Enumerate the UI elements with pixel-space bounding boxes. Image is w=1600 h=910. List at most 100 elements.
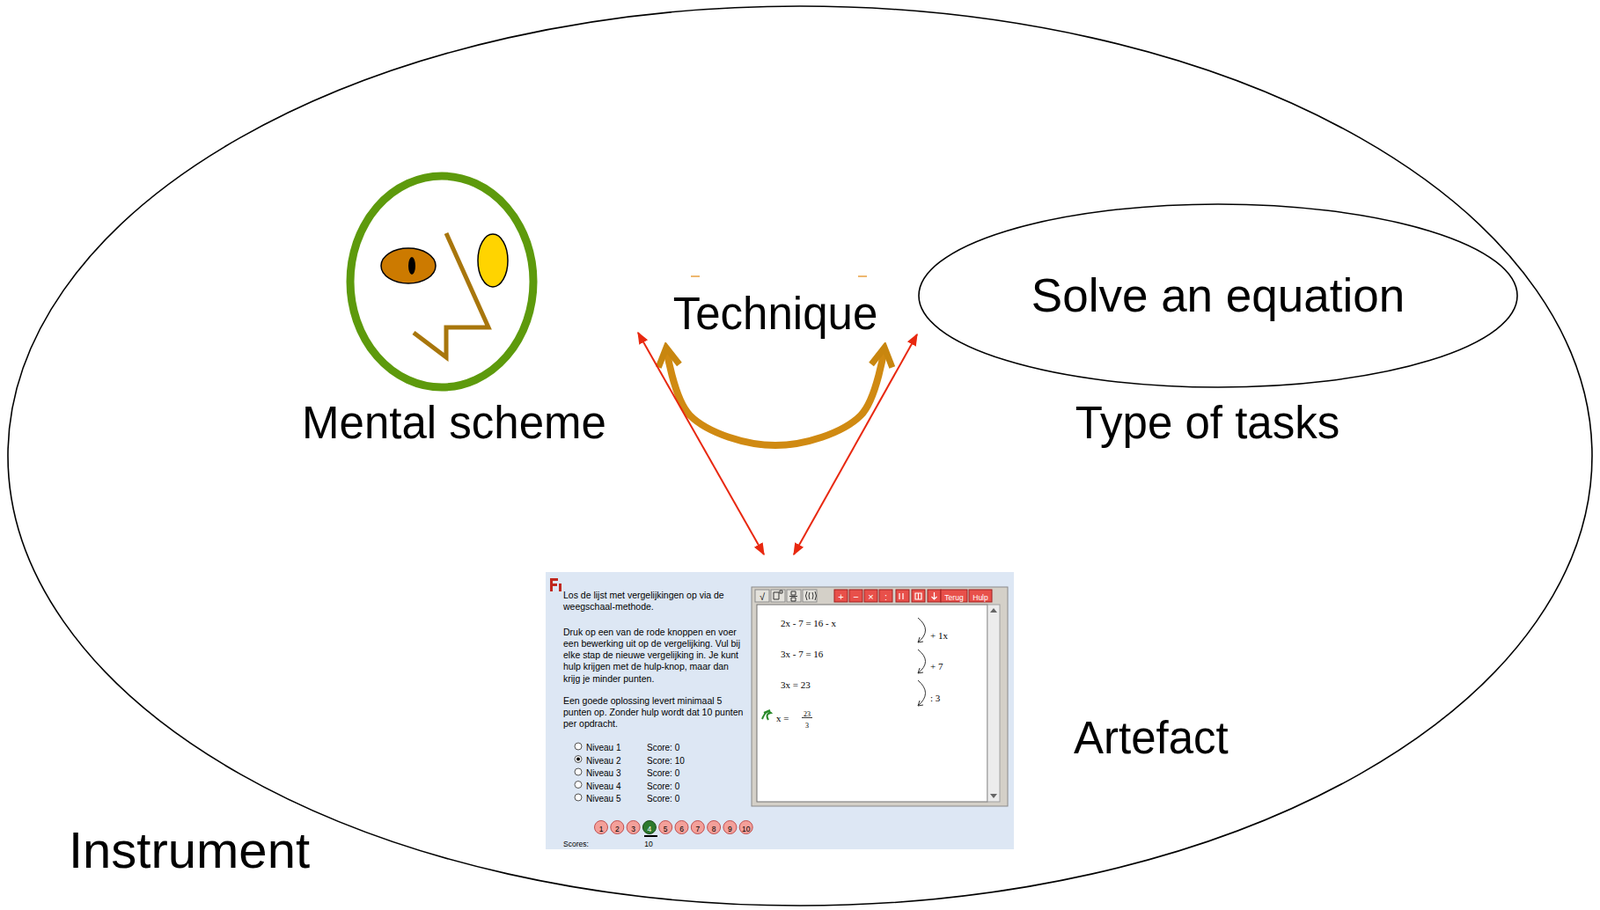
text-slot: 3 — [805, 715, 809, 732]
text-slot: − — [852, 587, 859, 604]
radio-button — [574, 793, 582, 801]
radio-button — [574, 768, 582, 776]
tool-button — [755, 589, 770, 602]
text-slot: √ — [759, 587, 765, 604]
operation-button — [864, 589, 878, 602]
text-slot: × — [867, 587, 874, 604]
level-option: Niveau 4 — [586, 781, 621, 793]
page-dot — [594, 821, 609, 835]
mediation-arrow — [793, 334, 918, 555]
text-slot: Terug — [944, 587, 963, 604]
page-number: 9 — [727, 825, 733, 835]
equation-text: 3 — [805, 721, 809, 730]
tool-icon — [899, 592, 938, 600]
equation-text: + 7 — [930, 660, 943, 673]
text-slot: Artefact — [1073, 712, 1229, 765]
text-slot: 3 — [631, 819, 636, 836]
text-slot: Type of tasks — [1075, 397, 1340, 450]
text-slot: Niveau 4 — [586, 777, 621, 793]
equation-text: + 1x — [930, 630, 948, 642]
operation-button — [879, 589, 893, 602]
text-slot: 10 — [741, 819, 750, 836]
score-total: Scores: — [563, 840, 589, 850]
page-dot — [707, 821, 721, 835]
text-slot: Mental scheme — [301, 397, 607, 450]
check-icon — [762, 710, 771, 720]
app-logo — [550, 578, 562, 592]
task-type: Solve an equationType of tasks — [915, 200, 1523, 465]
text-slot: 1 — [599, 819, 604, 836]
text-slot: Een goede oplossing levert minimaal 5 pu… — [563, 695, 749, 730]
score-total: 10 — [644, 840, 653, 850]
page-dot — [626, 821, 640, 835]
page-number: 7 — [695, 825, 700, 835]
level-score: Score: 0 — [646, 768, 680, 779]
level-option: Niveau 2 — [586, 755, 621, 767]
page-number: 2 — [615, 825, 620, 835]
radio-dot — [576, 757, 580, 762]
text-slot: Scores: — [563, 834, 589, 851]
tool-button — [770, 589, 786, 602]
instruction-text: Los de lijst met vergelijkingen op via d… — [563, 589, 749, 613]
level-score: Score: 10 — [646, 755, 685, 767]
page-number: 6 — [679, 825, 684, 835]
operation-symbol: + — [837, 591, 844, 603]
step-bracket — [917, 680, 926, 706]
hulp-button — [968, 589, 992, 602]
level-option: Niveau 1 — [586, 742, 621, 754]
tool-symbol: √ — [759, 591, 765, 603]
page-dot — [675, 821, 689, 835]
equation-text: : 3 — [930, 692, 940, 705]
page-number: 3 — [631, 825, 636, 835]
radio-button — [574, 781, 582, 789]
scrollbar — [987, 604, 1000, 802]
artefact-screenshot: ArtefactLos de lijst met vergelijkingen … — [545, 572, 1014, 850]
face-nose-mouth — [413, 233, 489, 358]
terug-button — [940, 589, 968, 602]
face-pupil — [408, 256, 416, 275]
dash-mark — [690, 275, 700, 278]
text-slot: Technique — [673, 288, 879, 341]
fraction-icon — [789, 591, 798, 602]
node-label: Instrument — [68, 821, 310, 881]
equation-text: x = — [776, 712, 789, 725]
text-slot: 9 — [727, 819, 733, 836]
page-number: 10 — [741, 825, 750, 835]
button-label: Terug — [944, 594, 963, 603]
operation-button — [834, 589, 848, 602]
screen-background — [545, 572, 1014, 850]
text-slot: 6 — [679, 819, 684, 836]
face-eye — [381, 248, 436, 284]
text-slot: x = — [776, 709, 789, 726]
editor-panel — [751, 587, 1008, 807]
operation-symbol: − — [852, 591, 859, 603]
text-slot: Score: 10 — [646, 751, 685, 768]
page-underline — [644, 835, 658, 837]
text-slot: Niveau 3 — [586, 763, 621, 780]
page-dot — [642, 821, 656, 835]
radio-button — [574, 742, 582, 750]
operation-symbol: × — [867, 591, 874, 603]
radio-button — [574, 755, 582, 764]
text-slot: Hulp — [972, 587, 988, 604]
level-score: Score: 0 — [646, 793, 680, 805]
text-slot: Score: 0 — [646, 789, 680, 806]
text-slot: + 7 — [930, 657, 943, 674]
page-number: 4 — [647, 825, 653, 835]
text-slot: : 3 — [930, 689, 940, 705]
level-option: Niveau 5 — [586, 793, 621, 805]
operation-symbol: : — [884, 591, 888, 603]
equation-text: 3x = 23 — [780, 679, 811, 691]
text-slot: Niveau 1 — [586, 738, 621, 755]
page-dot — [739, 821, 753, 835]
text-slot: Instrument — [68, 821, 310, 881]
text-slot: : — [884, 587, 888, 604]
task-ellipse — [918, 204, 1518, 388]
page-number: 8 — [711, 825, 717, 835]
text-slot: Score: 0 — [646, 763, 680, 780]
text-slot: Niveau 5 — [586, 789, 621, 806]
node-label: Artefact — [1073, 712, 1229, 765]
step-bracket — [917, 649, 926, 674]
